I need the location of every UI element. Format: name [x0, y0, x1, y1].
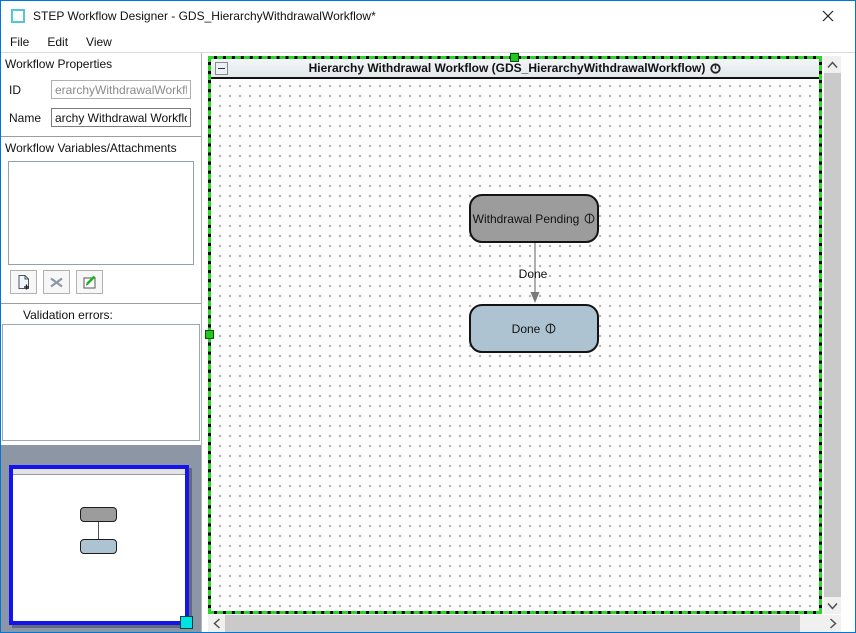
collapse-button[interactable]	[215, 62, 228, 75]
section-divider	[1, 136, 201, 137]
minimap-canvas-header	[13, 469, 185, 475]
app-icon	[11, 9, 25, 23]
horizontal-scrollbar[interactable]	[208, 615, 841, 632]
id-label: ID	[9, 82, 21, 97]
scroll-up-button[interactable]	[824, 56, 841, 73]
menu-bar: File Edit View	[1, 31, 855, 53]
state-clock-icon	[584, 213, 595, 224]
name-field-row: Name	[9, 108, 191, 127]
close-button[interactable]	[811, 2, 845, 30]
minimap-resize-handle[interactable]	[180, 616, 193, 629]
delete-variable-button[interactable]	[43, 270, 70, 294]
vertical-scroll-thumb[interactable]	[824, 73, 841, 597]
edit-pencil-icon	[83, 275, 96, 288]
menu-view[interactable]: View	[86, 34, 112, 49]
selection-handle-top[interactable]	[510, 53, 519, 62]
workflow-canvas-panel: Hierarchy Withdrawal Workflow (GDS_Hiera…	[205, 53, 822, 614]
window-title: STEP Workflow Designer - GDS_HierarchyWi…	[33, 9, 376, 23]
minimap	[1, 445, 201, 632]
id-input[interactable]	[51, 80, 191, 99]
node-done[interactable]: Done	[469, 304, 599, 353]
delete-x-icon	[50, 277, 63, 287]
title-bar: STEP Workflow Designer - GDS_HierarchyWi…	[1, 1, 855, 31]
horizontal-scroll-thumb[interactable]	[225, 615, 800, 632]
horizontal-scroll-track[interactable]	[800, 615, 824, 632]
scroll-down-button[interactable]	[824, 597, 841, 614]
id-field-row: ID	[9, 80, 191, 99]
workflow-properties-header: Workflow Properties	[5, 57, 113, 71]
minimap-transition-line	[98, 522, 99, 539]
section-divider	[1, 303, 201, 304]
edit-variable-button[interactable]	[76, 270, 103, 294]
sidebar: Workflow Properties ID Name Workflow Var…	[1, 53, 202, 632]
panel-splitter[interactable]	[202, 53, 208, 632]
variables-header: Workflow Variables/Attachments	[5, 141, 177, 155]
chevron-right-icon	[829, 618, 837, 629]
minimap-viewport[interactable]	[9, 465, 193, 629]
variables-toolbar	[10, 270, 201, 294]
transition-label[interactable]: Done	[518, 267, 548, 281]
vertical-scrollbar[interactable]	[824, 56, 841, 614]
canvas-area: Hierarchy Withdrawal Workflow (GDS_Hiera…	[205, 53, 855, 632]
node-withdrawal-pending[interactable]: Withdrawal Pending	[469, 194, 599, 243]
chevron-down-icon	[827, 602, 838, 610]
chevron-up-icon	[827, 60, 838, 68]
chevron-left-icon	[212, 618, 220, 629]
validation-errors-list[interactable]	[2, 324, 200, 441]
add-variable-button[interactable]	[10, 270, 37, 294]
name-input[interactable]	[51, 108, 191, 127]
scroll-right-button[interactable]	[824, 615, 841, 632]
close-icon	[822, 10, 834, 22]
transition-arrow[interactable]	[527, 243, 543, 304]
menu-file[interactable]: File	[10, 34, 30, 49]
workflow-clock-icon	[710, 62, 722, 74]
variables-list[interactable]	[8, 161, 194, 265]
canvas-header: Hierarchy Withdrawal Workflow (GDS_Hiera…	[211, 59, 819, 79]
name-label: Name	[9, 110, 42, 125]
node-label: Withdrawal Pending	[472, 211, 580, 226]
selection-handle-left[interactable]	[205, 330, 214, 339]
validation-errors-header: Validation errors:	[23, 308, 113, 322]
scroll-left-button[interactable]	[208, 615, 225, 632]
canvas-grid[interactable]: Withdrawal Pending Done Do	[211, 79, 819, 611]
canvas-title: Hierarchy Withdrawal Workflow (GDS_Hiera…	[211, 61, 819, 75]
add-document-icon	[18, 274, 29, 289]
menu-edit[interactable]: Edit	[47, 34, 69, 49]
minus-icon	[218, 68, 225, 69]
node-label: Done	[511, 321, 541, 336]
minimap-node-done	[80, 539, 117, 554]
state-clock-icon	[545, 323, 556, 334]
canvas-title-text: Hierarchy Withdrawal Workflow (GDS_Hiera…	[308, 61, 706, 75]
minimap-node-withdrawal-pending	[80, 507, 117, 522]
